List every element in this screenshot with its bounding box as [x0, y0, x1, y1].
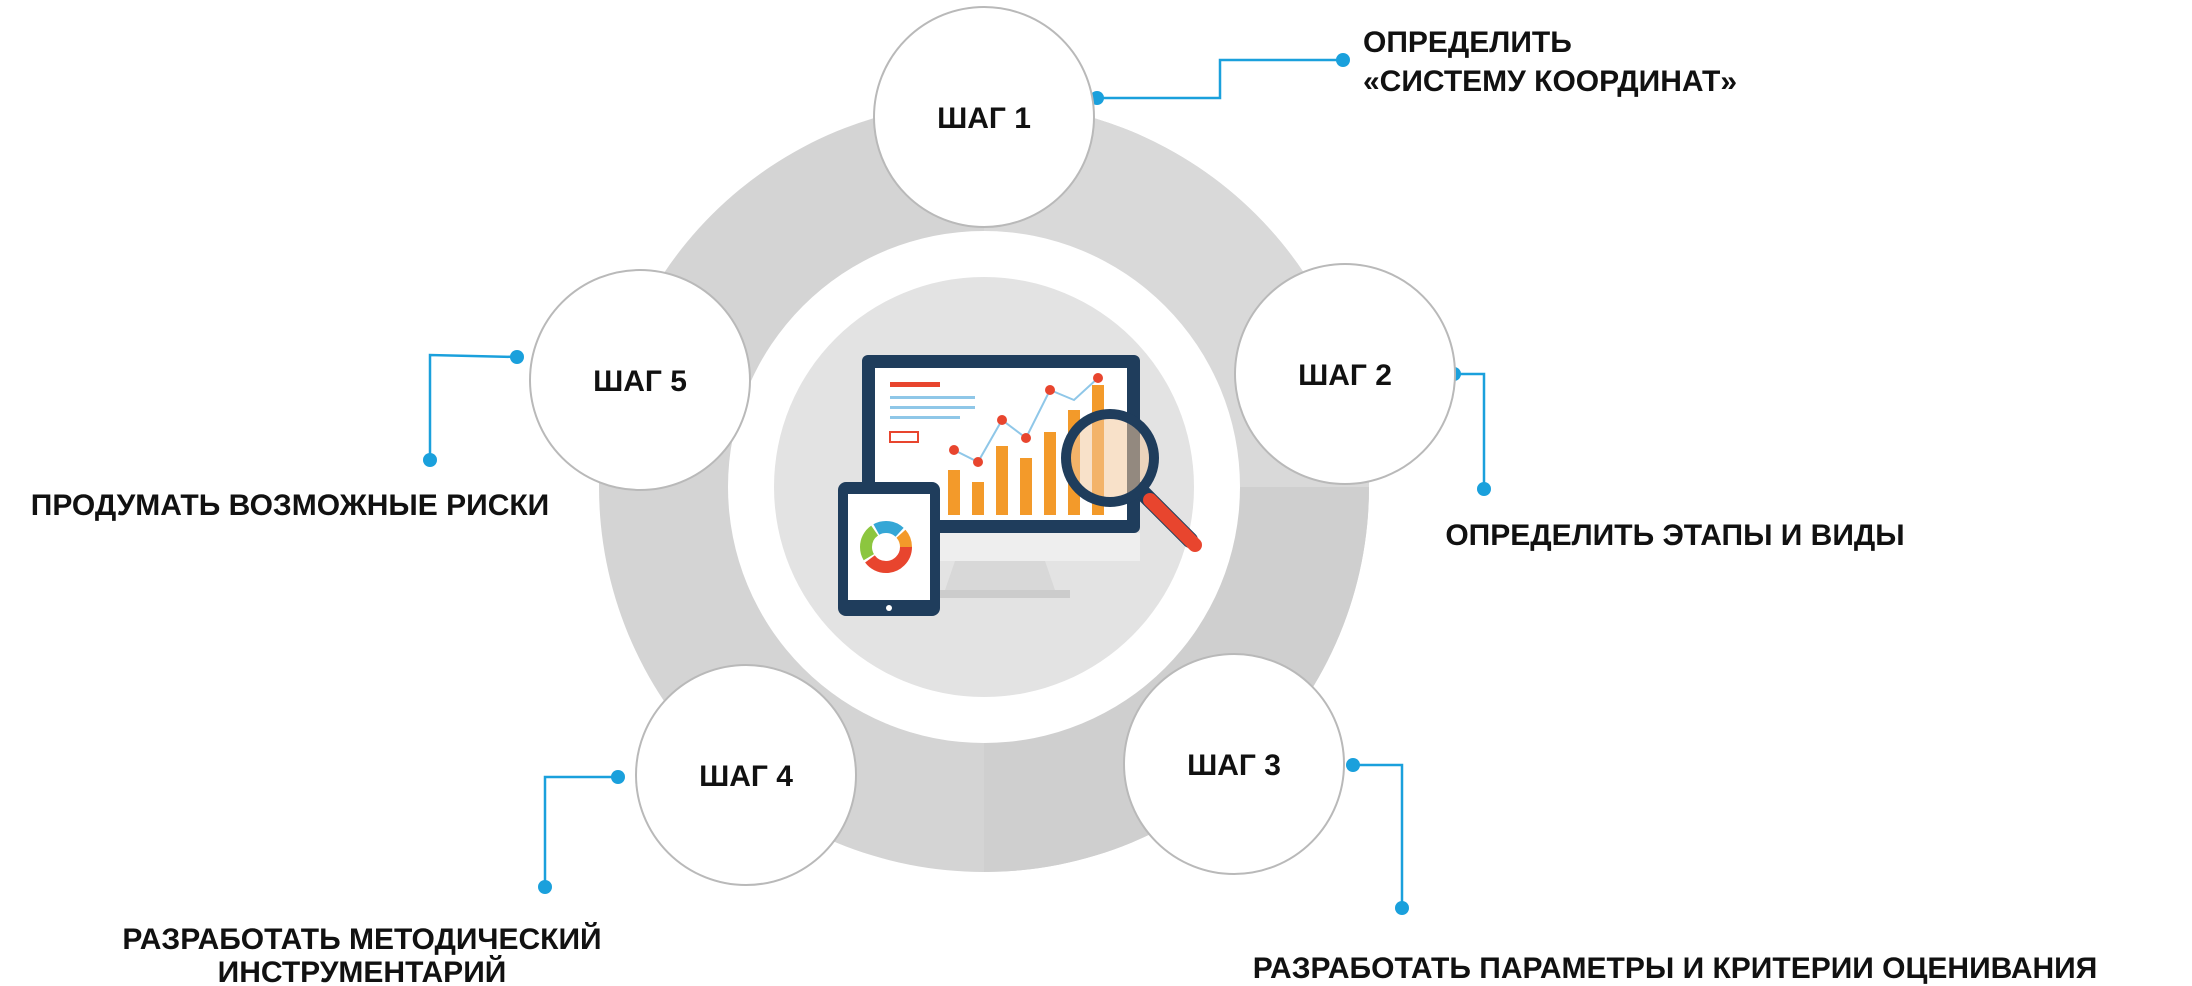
connector-step-4 — [543, 775, 618, 887]
step-2-description: ОПРЕДЕЛИТЬ ЭТАПЫ И ВИДЫ — [1445, 519, 1904, 552]
step-5-node: ШАГ 5 — [529, 269, 751, 491]
step-3-label: ШАГ 3 — [1187, 749, 1281, 782]
analytics-illustration — [838, 355, 1202, 616]
step-5-label: ШАГ 5 — [593, 365, 687, 398]
tablet-icon — [838, 482, 940, 616]
step-4-node: ШАГ 4 — [635, 664, 857, 886]
connectors — [423, 53, 1491, 915]
step-1-description-line-2: «СИСТЕМУ КООРДИНАТ» — [1363, 65, 1737, 98]
step-1-label: ШАГ 1 — [937, 102, 1031, 135]
connector-step-1 — [1097, 58, 1343, 100]
step-4-description-line-1: РАЗРАБОТАТЬ МЕТОДИЧЕСКИЙ — [122, 922, 601, 956]
magnifier-icon — [1061, 409, 1202, 552]
step-3-node: ШАГ 3 — [1123, 653, 1345, 875]
step-5-description: ПРОДУМАТЬ ВОЗМОЖНЫЕ РИСКИ — [31, 489, 549, 522]
step-1-node: ШАГ 1 — [873, 6, 1095, 228]
step-3-description: РАЗРАБОТАТЬ ПАРАМЕТРЫ И КРИТЕРИИ ОЦЕНИВА… — [1253, 952, 2098, 985]
step-2-label: ШАГ 2 — [1298, 359, 1392, 392]
connector-step-3 — [1353, 763, 1404, 908]
connector-step-2 — [1454, 372, 1486, 489]
step-4-label: ШАГ 4 — [699, 760, 793, 793]
step-2-node: ШАГ 2 — [1234, 263, 1456, 485]
connector-step-5 — [428, 353, 518, 460]
step-4-description-line-2: ИНСТРУМЕНТАРИЙ — [218, 955, 507, 986]
step-1-description-line-1: ОПРЕДЕЛИТЬ — [1363, 26, 1572, 59]
